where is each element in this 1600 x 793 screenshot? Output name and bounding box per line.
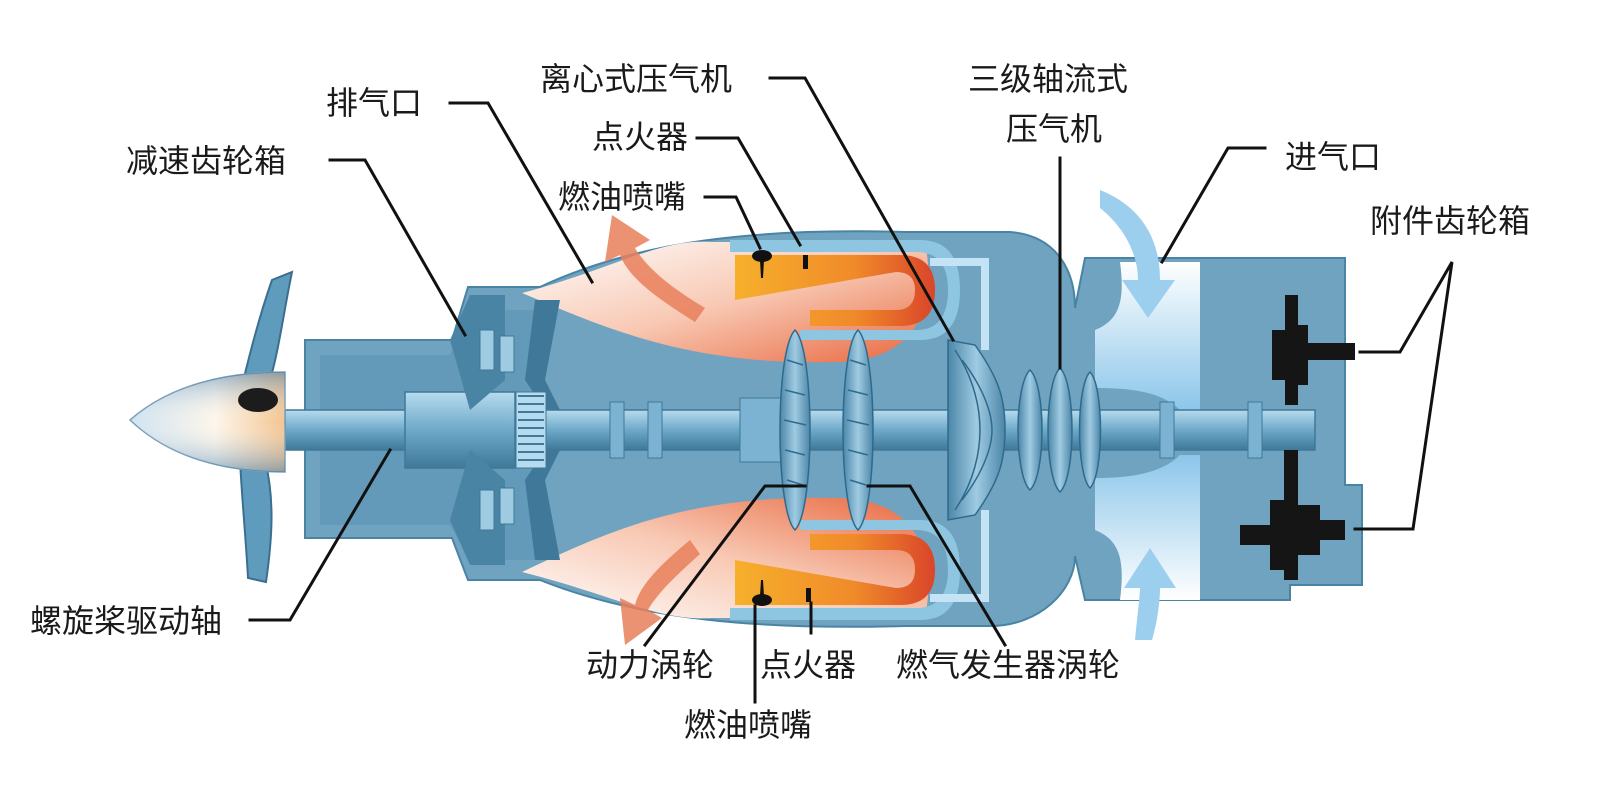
leader-propeller-shaft — [248, 447, 393, 622]
air-passage-bottom — [930, 510, 989, 602]
label-fuel-nozzle-bottom: 燃油喷嘴 — [684, 706, 812, 744]
air-passage-top — [930, 258, 989, 350]
shaft-collar-5 — [1247, 401, 1263, 459]
leader-centrifugal-compressor — [768, 76, 956, 343]
leader-intake — [1159, 146, 1267, 265]
propeller-spinner-shade — [130, 372, 285, 472]
shaft-collar-1 — [609, 401, 625, 459]
axial-compressor-stage-1 — [1017, 368, 1043, 492]
intake-duct-bottom — [1095, 455, 1200, 600]
combustor-top — [735, 255, 935, 326]
axial-compressor-stage-3 — [1078, 370, 1102, 490]
label-exhaust: 排气口 — [326, 84, 422, 122]
gas-generator-turbine-disc — [842, 328, 874, 532]
combustor-top-liner — [730, 240, 960, 340]
fuel-nozzle-top — [752, 250, 772, 278]
reduction-gearbox — [450, 295, 560, 565]
leader-reduction-gearbox — [328, 158, 468, 338]
label-fuel-nozzle-top: 燃油喷嘴 — [558, 178, 686, 216]
intake-arrow-bottom — [1124, 548, 1176, 640]
leader-gas-generator-turbine — [866, 484, 1008, 648]
label-centrifugal-compressor: 离心式压气机 — [540, 60, 732, 98]
label-accessory-gearbox: 附件齿轮箱 — [1370, 202, 1530, 240]
intake-arrow-top — [1100, 190, 1175, 318]
label-propeller-shaft: 螺旋桨驱动轴 — [30, 602, 222, 640]
leader-fuel-nozzle-top — [703, 195, 762, 250]
label-power-turbine: 动力涡轮 — [586, 646, 714, 684]
leader-exhaust — [448, 101, 595, 285]
leader-power-turbine — [642, 484, 807, 648]
igniter-top — [803, 255, 808, 269]
shaft-hub-front — [404, 391, 516, 469]
label-axial-compressor-line2: 压气机 — [1006, 110, 1102, 148]
exhaust-arrow-top — [605, 215, 705, 322]
shaft-collar-4 — [1159, 401, 1175, 459]
power-turbine-disc-1 — [779, 328, 811, 532]
label-reduction-gearbox: 减速齿轮箱 — [126, 142, 286, 180]
axial-compressor-stage-2 — [1047, 366, 1073, 494]
leader-igniter-top — [695, 136, 803, 248]
intake-duct-top — [1095, 262, 1200, 410]
centrifugal-compressor-impeller — [947, 339, 1006, 521]
combustor-bottom — [735, 534, 935, 605]
fuel-nozzle-bottom — [752, 580, 772, 606]
label-igniter-top: 点火器 — [592, 118, 688, 156]
label-igniter-bottom: 点火器 — [760, 646, 856, 684]
accessory-gearbox — [1240, 295, 1355, 580]
label-axial-compressor-line1: 三级轴流式 — [968, 60, 1128, 98]
exhaust-arrow-bottom — [620, 540, 700, 645]
shaft-collar-2 — [647, 401, 663, 459]
propeller-hub-ring — [238, 388, 278, 412]
propeller — [238, 270, 294, 584]
leader-accessory-gearbox — [1353, 261, 1454, 531]
igniter-bottom — [806, 588, 811, 602]
label-gas-generator-turbine: 燃气发生器涡轮 — [896, 646, 1120, 684]
label-intake: 进气口 — [1285, 138, 1381, 176]
